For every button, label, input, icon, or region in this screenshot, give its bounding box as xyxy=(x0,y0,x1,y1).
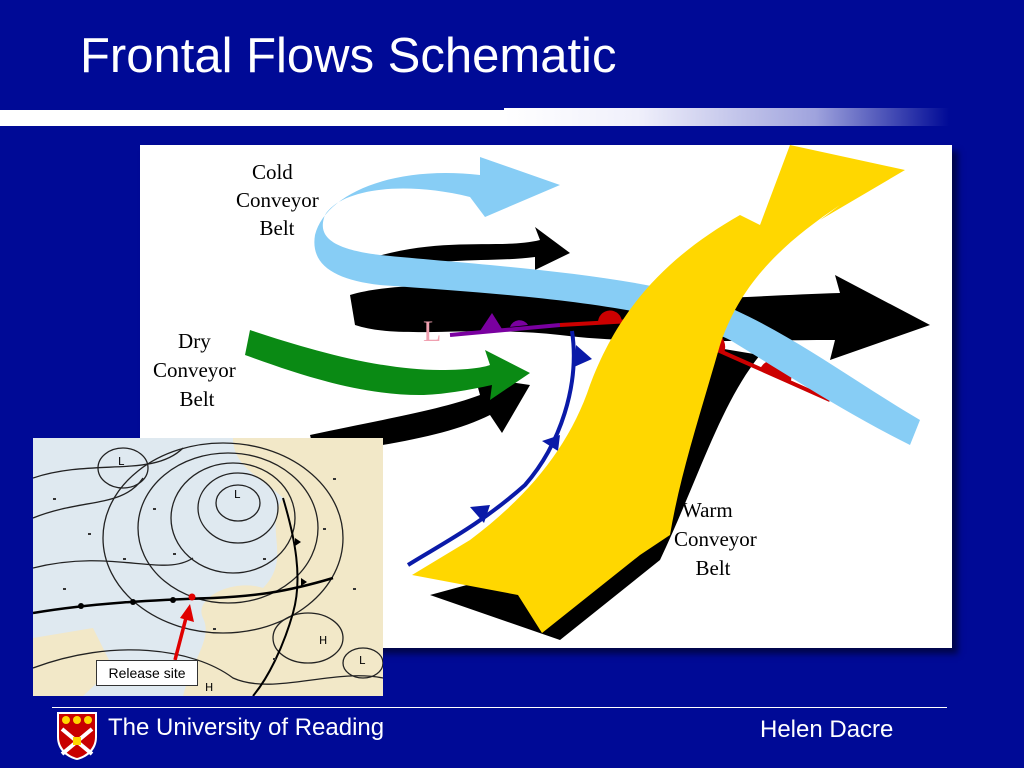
svg-text:H: H xyxy=(205,681,213,694)
synoptic-weather-map: L L H L H xyxy=(33,438,383,696)
svg-text:H: H xyxy=(319,634,327,647)
release-site-label: Release site xyxy=(96,660,198,686)
map-front-line-2 xyxy=(252,497,299,696)
release-site-arrow xyxy=(173,613,189,661)
cold-conveyor-belt-arrow xyxy=(314,157,920,445)
footer-university: The University of Reading xyxy=(108,714,385,741)
university-crest-icon xyxy=(57,712,97,760)
warm-front-bumps xyxy=(597,310,792,383)
release-site-marker xyxy=(188,593,196,601)
map-landmass xyxy=(183,438,383,696)
map-front-line xyxy=(33,576,334,615)
footer-divider xyxy=(52,707,947,708)
warm-conveyor-belt-arrow xyxy=(412,145,905,633)
map-pressure-letters: L L H L H xyxy=(118,455,366,694)
svg-text:L: L xyxy=(234,488,241,501)
slide-title: Frontal Flows Schematic xyxy=(80,29,617,83)
occluded-front-line xyxy=(449,323,561,337)
occluded-front-symbol xyxy=(480,313,528,331)
warm-conveyor-label: Warm Conveyor Belt xyxy=(674,498,762,580)
lower-black-arrow xyxy=(310,377,530,455)
cold-conveyor-label: Cold Conveyor Belt xyxy=(236,160,324,240)
diagram-svg: L Cold Conveyor Belt Dry Conveyor Belt W… xyxy=(153,145,930,640)
weather-map-svg: L L H L H xyxy=(33,438,383,696)
map-station-plots xyxy=(53,478,356,660)
title-underline-fade xyxy=(504,108,949,126)
svg-text:L: L xyxy=(118,455,125,468)
dry-conveyor-belt-arrow xyxy=(245,330,530,400)
low-pressure-marker: L xyxy=(423,315,441,348)
svg-text:L: L xyxy=(359,654,366,667)
footer-author: Helen Dacre xyxy=(760,716,894,743)
map-landmass-west xyxy=(33,628,113,696)
cold-front-line xyxy=(406,330,576,567)
map-front-symbols xyxy=(78,538,307,609)
title-underline xyxy=(0,110,504,126)
cold-front-triangles xyxy=(470,345,592,523)
dry-conveyor-label: Dry Conveyor Belt xyxy=(153,329,241,411)
release-site-arrowhead xyxy=(180,604,194,622)
isobars xyxy=(33,442,383,685)
